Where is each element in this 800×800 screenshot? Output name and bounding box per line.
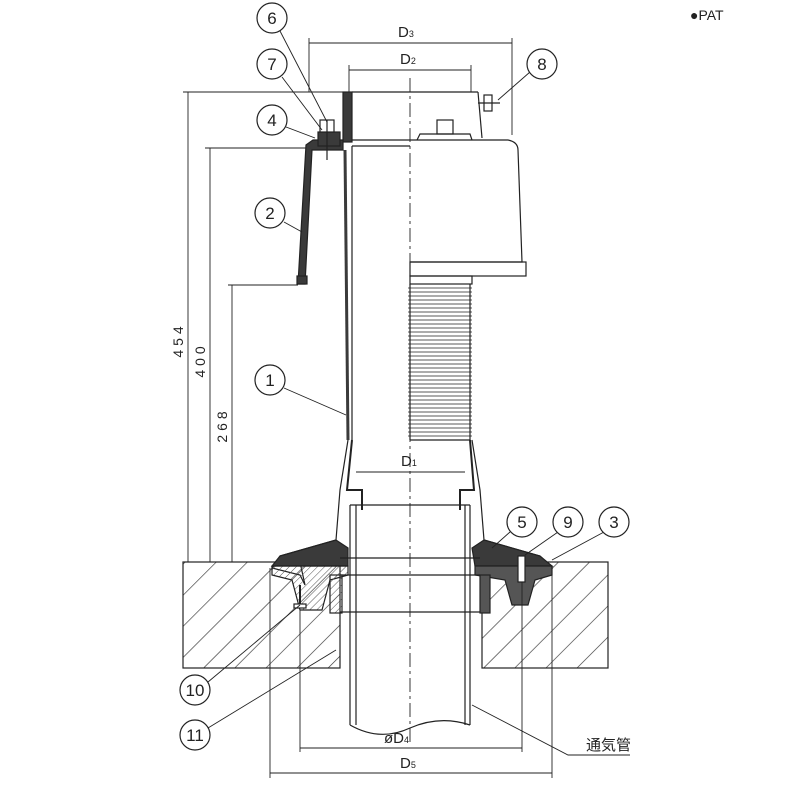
- dim-d3: D3: [398, 24, 414, 41]
- bolt-8: [478, 94, 500, 112]
- callout-8: 8: [526, 48, 558, 80]
- callout-9: 9: [552, 506, 584, 538]
- dim-d2: D2: [400, 51, 416, 68]
- housing-left-section: [296, 119, 353, 441]
- housing-right: [409, 139, 527, 285]
- svg-text:3: 3: [609, 513, 618, 532]
- callout-11: 11: [179, 719, 211, 751]
- callout-5: 5: [506, 506, 538, 538]
- bellows-pipe: [408, 284, 472, 441]
- callout-6: 6: [256, 2, 288, 34]
- dim-height-454: 454: [170, 322, 186, 357]
- leader-lines: [207, 30, 630, 756]
- dim-d1: D1: [401, 453, 417, 470]
- callout-7: 7: [256, 48, 288, 80]
- dim-height-268: 268: [214, 407, 230, 442]
- dimension-lines: [183, 38, 553, 778]
- callout-1: 1: [254, 364, 286, 396]
- dim-d5: D5: [400, 755, 416, 772]
- svg-text:8: 8: [537, 55, 546, 74]
- callout-2: 2: [254, 197, 286, 229]
- pat-badge: ●PAT: [690, 7, 724, 23]
- svg-text:7: 7: [267, 55, 276, 74]
- callout-4: 4: [256, 104, 288, 136]
- svg-text:6: 6: [267, 9, 276, 28]
- cap-top: [342, 91, 483, 147]
- vent-pipe-label: 通気管: [586, 737, 631, 754]
- callout-3: 3: [598, 506, 630, 538]
- base-flange: [270, 439, 554, 614]
- svg-text:4: 4: [267, 111, 276, 130]
- svg-text:1: 1: [265, 371, 274, 390]
- dim-d4: øD4: [384, 730, 409, 747]
- svg-text:9: 9: [563, 513, 572, 532]
- callout-10: 10: [179, 674, 211, 706]
- svg-text:10: 10: [186, 681, 205, 700]
- svg-text:11: 11: [186, 726, 204, 745]
- dim-height-400: 400: [192, 342, 208, 377]
- svg-text:5: 5: [517, 513, 526, 532]
- callout-group: 1 2 3 4 5 6 7 8 9 10 11: [179, 2, 630, 751]
- svg-text:2: 2: [265, 204, 274, 223]
